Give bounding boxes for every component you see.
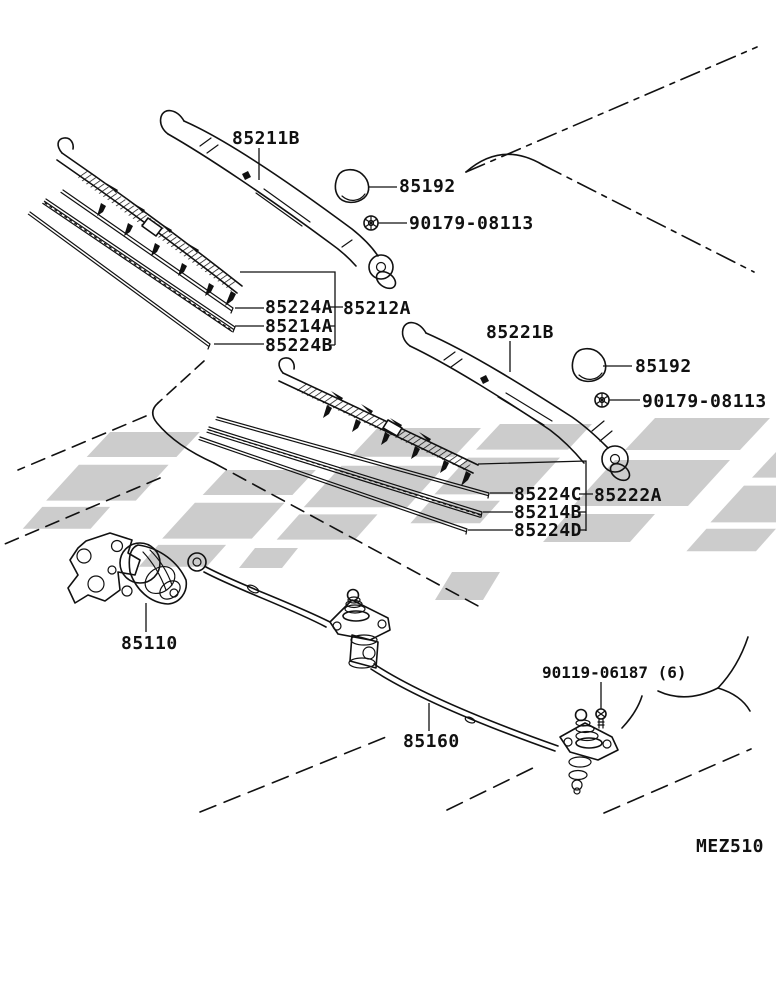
part-label-blade1-rubber-b: 85224B <box>265 335 333 356</box>
pivot-cap-2 <box>571 347 607 383</box>
part-label-pivot-bolt: 90119-06187 (6) <box>542 663 687 682</box>
part-label-blade1-insert: 85214A <box>265 316 333 337</box>
part-label-arm2: 85221B <box>486 322 554 343</box>
part-label-blade2-rubber-a: 85224C <box>514 484 582 505</box>
part-label-nut2: 90179-08113 <box>642 391 767 412</box>
part-label-arm1: 85211B <box>232 128 300 149</box>
part-label-blade2-rubber-b: 85224D <box>514 520 582 541</box>
pivot-bolt <box>595 708 607 729</box>
rubber-strips-2 <box>198 416 490 535</box>
pivot-nut-1 <box>363 215 379 231</box>
part-label-nut1: 90179-08113 <box>409 213 534 234</box>
wiper-linkage <box>187 552 619 795</box>
part-label-cap2: 85192 <box>635 356 692 377</box>
pivot-nut-2 <box>594 392 610 408</box>
part-label-blade1-assembly: 85212A <box>343 298 411 319</box>
part-label-blade1-rubber-a: 85224A <box>265 297 333 318</box>
wiper-motor <box>67 532 188 605</box>
pivot-cap-1 <box>334 168 370 204</box>
drawing-code: MEZ510 <box>696 836 764 857</box>
part-label-motor: 85110 <box>121 633 178 654</box>
wiper-arm-1 <box>159 109 397 290</box>
wiper-blade-2 <box>278 357 479 486</box>
car-body-outline <box>0 46 758 814</box>
rubber-strips-1 <box>27 189 236 350</box>
catalog-watermark <box>22 418 776 600</box>
wiper-arm-2 <box>401 321 631 482</box>
leader-lines <box>145 148 640 731</box>
wiper-blade-1 <box>56 137 243 306</box>
part-label-blade2-assembly: 85222A <box>594 485 662 506</box>
part-label-cap1: 85192 <box>399 176 456 197</box>
part-label-link-rod: 85160 <box>403 731 460 752</box>
part-label-blade2-insert: 85214B <box>514 502 582 523</box>
